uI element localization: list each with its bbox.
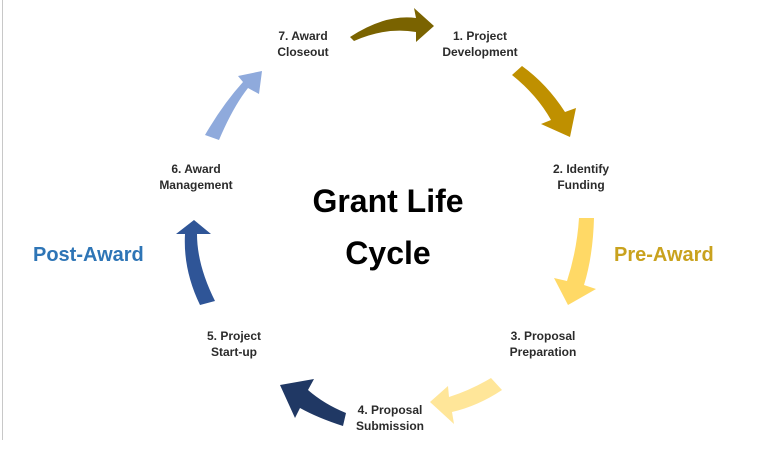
- stage-label-line1: 1. Project: [452, 29, 508, 43]
- stage-label-line1: 5. Project: [206, 329, 262, 343]
- left-border-line: [2, 0, 3, 440]
- stage-award-management: 6. Award Management: [126, 161, 266, 193]
- title-line2: Cycle: [345, 235, 431, 271]
- arrow-development-to-funding: [512, 66, 576, 137]
- stage-label-line2: Preparation: [509, 345, 577, 359]
- stage-label-line2: Development: [442, 45, 518, 59]
- title-line1: Grant Life: [312, 183, 464, 219]
- stage-label-line1: 6. Award: [171, 162, 221, 176]
- stage-proposal-preparation: 3. Proposal Preparation: [473, 328, 613, 360]
- stage-label-line2: Closeout: [277, 45, 329, 59]
- stage-award-closeout: 7. Award Closeout: [233, 28, 373, 60]
- stage-label-line2: Start-up: [211, 345, 257, 359]
- stage-label-line2: Submission: [355, 419, 424, 433]
- arrow-management-to-closeout: [205, 71, 262, 140]
- arrow-funding-to-preparation: [554, 218, 596, 305]
- stage-label-line2: Funding: [557, 178, 605, 192]
- stage-label-line2: Management: [159, 178, 233, 192]
- stage-project-development: 1. Project Development: [410, 28, 550, 60]
- phase-label-pre-award: Pre-Award: [614, 244, 714, 266]
- phase-label-post-award: Post-Award: [33, 244, 144, 266]
- stage-identify-funding: 2. Identify Funding: [511, 161, 651, 193]
- arrow-submission-to-startup: [280, 379, 346, 426]
- stage-label-line1: 4. Proposal: [357, 403, 423, 417]
- arrow-startup-to-management: [176, 220, 215, 305]
- stage-label-line1: 7. Award: [278, 29, 328, 43]
- stage-label-line1: 3. Proposal: [510, 329, 576, 343]
- stage-proposal-submission: 4. Proposal Submission: [320, 402, 460, 434]
- arrow-closeout-to-development: [350, 8, 434, 42]
- diagram-title: Grant Life Cycle: [288, 175, 488, 279]
- stage-project-startup: 5. Project Start-up: [164, 328, 304, 360]
- stage-label-line1: 2. Identify: [552, 162, 609, 176]
- arrow-preparation-to-submission: [430, 378, 502, 424]
